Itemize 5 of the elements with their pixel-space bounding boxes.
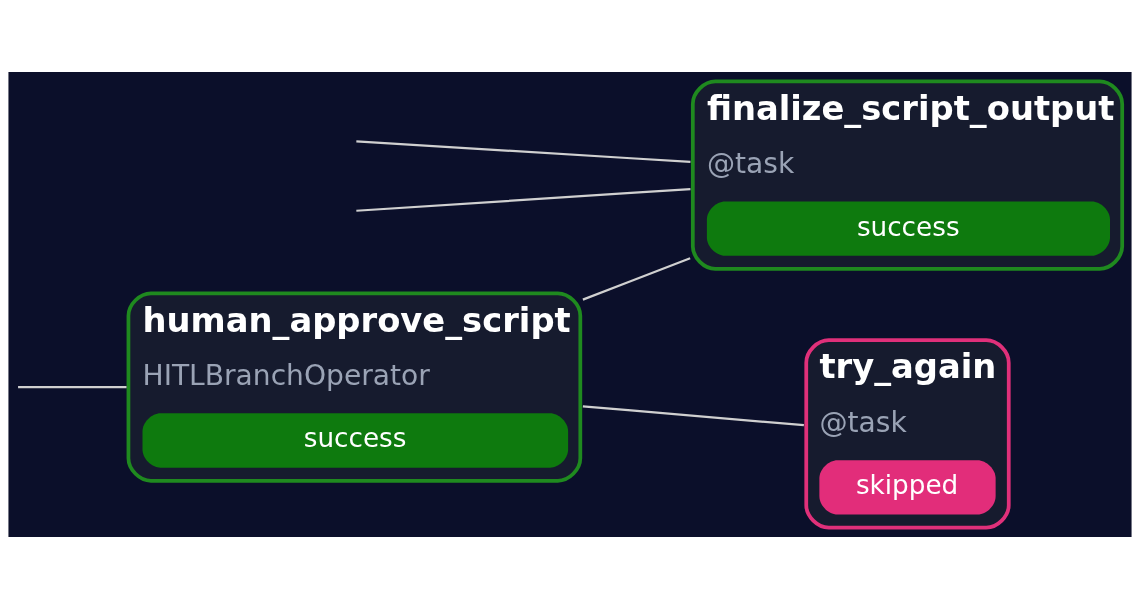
connector [18,385,127,389]
connector [356,187,691,212]
connector [582,257,691,301]
connector [356,140,691,164]
connector [582,405,804,427]
